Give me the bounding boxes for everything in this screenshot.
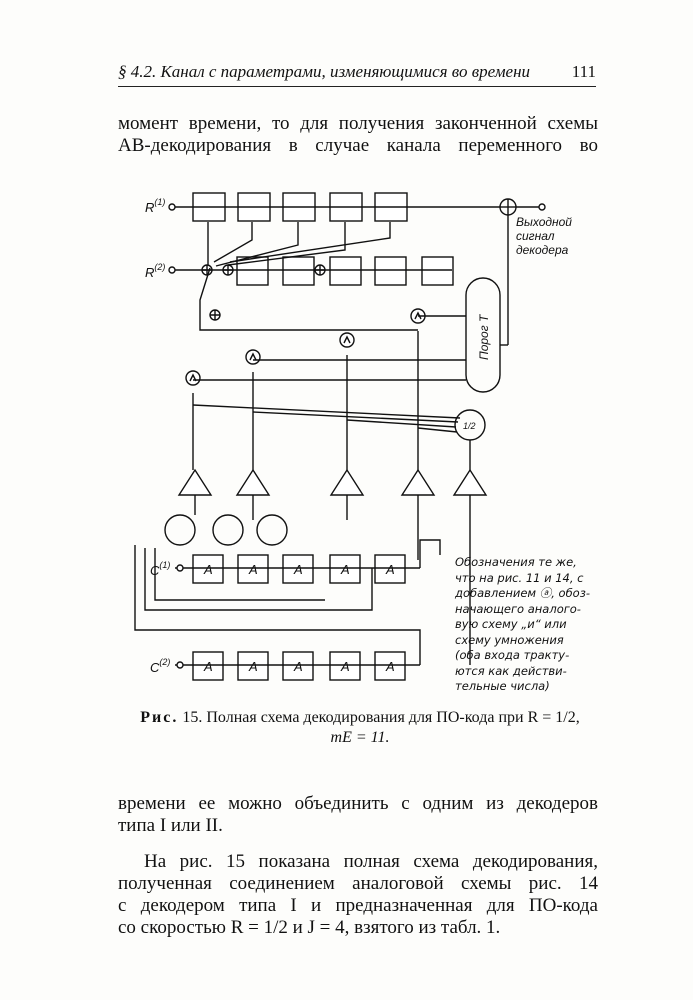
bottom-paragraph: времени ее можно объединить с одним из д… xyxy=(118,793,598,939)
analog-delay-label: A xyxy=(203,562,213,577)
analog-delay-box xyxy=(237,554,269,584)
and-glyph xyxy=(249,352,257,361)
text-line: момент времени, то для получения законче… xyxy=(118,113,598,134)
analog-delay-label: A xyxy=(385,659,395,674)
text-line: с декодером типа I и предназначенная для… xyxy=(118,895,598,916)
analog-delay-box xyxy=(237,651,269,681)
page-number: 111 xyxy=(571,62,596,81)
figure-note: Обозначения те же,что на рис. 11 и 14, с… xyxy=(455,555,590,693)
text-line: времени ее можно объединить с одним из д… xyxy=(118,793,598,814)
shift-register-box xyxy=(282,256,315,286)
output-label-3: декодера xyxy=(516,243,569,257)
analog-delay-box xyxy=(374,651,406,681)
analog-delay-box xyxy=(192,554,224,584)
analog-delay-label: A xyxy=(293,562,303,577)
amplifier-icon xyxy=(235,468,271,496)
text-line: типа I или II. xyxy=(118,815,223,836)
and-glyph xyxy=(189,373,197,382)
svg-text:C(1): C(1) xyxy=(150,560,170,578)
analog-delay-label: A xyxy=(248,562,258,577)
and-glyph xyxy=(343,335,351,344)
output-label-1: Выходной xyxy=(516,215,572,229)
svg-text:C(2): C(2) xyxy=(150,657,170,675)
text-line: со скоростью R = 1/2 и J = 4, взятого из… xyxy=(118,917,501,938)
text-line: полученная соединением аналоговой схемы … xyxy=(118,873,598,894)
decoder-diagram: A A A A A A A A A A xyxy=(134,192,572,681)
analog-delay-label: A xyxy=(293,659,303,674)
analog-delay-box xyxy=(192,651,224,681)
shift-register-box xyxy=(374,256,407,286)
analog-delay-box xyxy=(329,554,361,584)
threshold-label: Порог T xyxy=(477,313,491,360)
section-title: § 4.2. Канал с параметрами, изменяющимис… xyxy=(118,62,531,81)
adder-cross xyxy=(210,310,220,320)
analog-delay-label: A xyxy=(248,659,258,674)
half-label: 1/2 xyxy=(463,421,476,431)
shift-register-box xyxy=(329,256,362,286)
svg-text:R(1): R(1) xyxy=(145,197,165,215)
and-multiplier-icon xyxy=(245,349,261,365)
output-label-2: сигнал xyxy=(516,229,555,243)
top-paragraph: момент времени, то для получения законче… xyxy=(118,113,598,157)
shift-register-box xyxy=(421,256,454,286)
analog-delay-box xyxy=(329,651,361,681)
text-line: На рис. 15 показана полная схема декодир… xyxy=(144,851,598,872)
svg-text:R(2): R(2) xyxy=(145,262,165,280)
amplifier-icon xyxy=(400,468,436,496)
analog-delay-box xyxy=(374,554,406,584)
figure-caption: Рис. 15. Полная схема декодирования для … xyxy=(140,709,580,746)
analog-delay-box xyxy=(282,651,314,681)
text-line: АВ-декодирования в случае канала перемен… xyxy=(118,135,598,156)
amplifier-icon xyxy=(177,468,213,496)
analog-delay-label: A xyxy=(385,562,395,577)
and-multiplier-icon xyxy=(185,370,201,386)
amplifier-icon xyxy=(452,468,488,496)
analog-delay-label: A xyxy=(340,659,350,674)
threshold-block xyxy=(465,277,501,393)
and-multiplier-icon xyxy=(339,332,355,348)
analog-delay-box xyxy=(282,554,314,584)
amplifier-icon xyxy=(329,468,365,496)
running-header: § 4.2. Канал с параметрами, изменяющимис… xyxy=(118,62,596,87)
and-glyph xyxy=(414,311,422,320)
analog-delay-label: A xyxy=(203,659,213,674)
analog-delay-label: A xyxy=(340,562,350,577)
